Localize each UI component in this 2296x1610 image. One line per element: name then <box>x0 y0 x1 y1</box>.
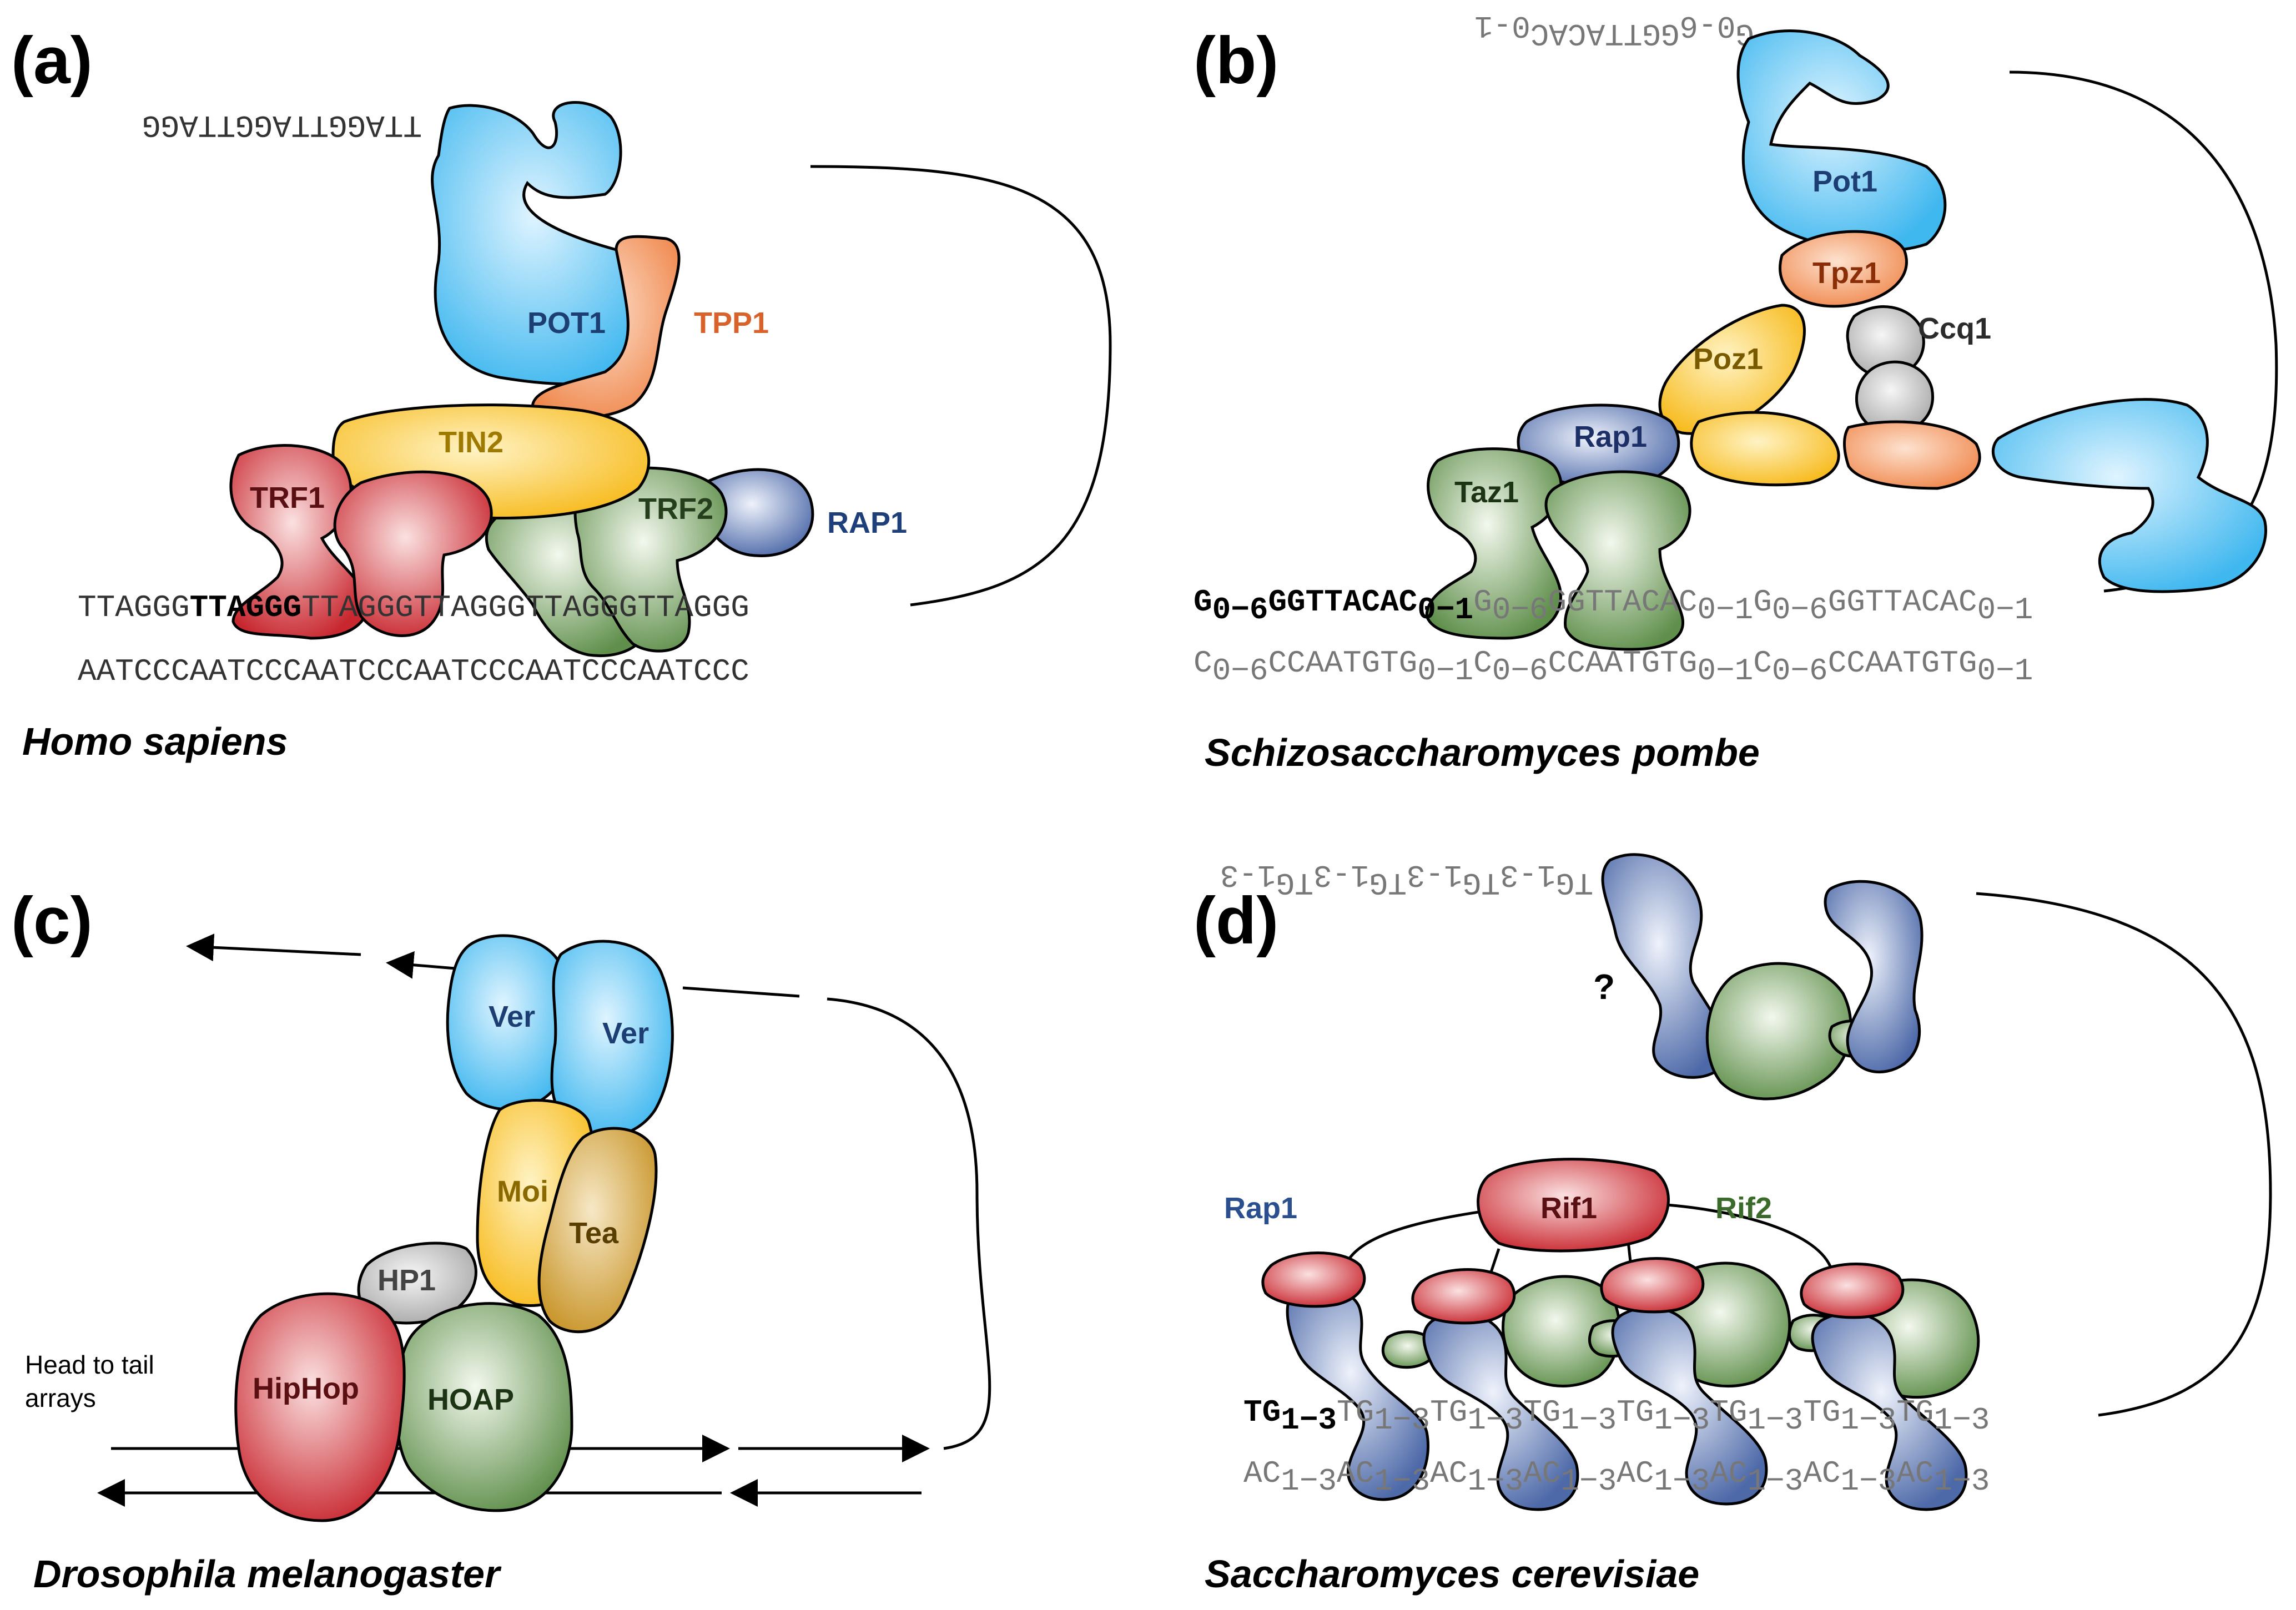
b-tpz1-lower <box>1843 420 1981 490</box>
d-species: Saccharomyces cerevisiae <box>1205 1552 1699 1596</box>
c-tea-shape <box>537 1127 658 1334</box>
d-rap1-label: Rap1 <box>1224 1192 1297 1225</box>
a-overhang-seq: TTAGGTTAGGTTAGG <box>142 107 422 143</box>
b-pot1-shape <box>1736 29 1947 253</box>
d-top-strand: TG1−3TG1−3TG1−3TG1−3TG1−3TG1−3TG1−3TG1−3 <box>1243 1395 1990 1438</box>
panel-b: (b) G0-6GGTTACAC0-1 Pot1 Tpz1 Ccq1 Poz1 … <box>1194 8 2278 774</box>
d-upper-rap1-left <box>1601 853 1729 1079</box>
c-moi-label: Moi <box>497 1175 548 1208</box>
b-pot1-lower <box>1992 398 2267 593</box>
d-rif1-label: Rif1 <box>1540 1192 1597 1225</box>
d-rif1-small-3 <box>1600 1257 1705 1314</box>
a-tpp1-label: TPP1 <box>694 306 769 340</box>
d-rif1-link-1 <box>1342 1208 1494 1277</box>
d-overhang-loop <box>1976 892 2272 1417</box>
c-top-arrow-left <box>186 933 361 962</box>
d-rif1-small-1 <box>1261 1251 1366 1308</box>
d-upper-rif2-shape <box>1705 962 1852 1101</box>
c-top-line-1 <box>682 986 800 998</box>
a-tin2-label: TIN2 <box>439 426 503 459</box>
a-tpp1-shape <box>531 235 681 420</box>
d-rif2-label: Rif2 <box>1715 1192 1772 1225</box>
d-rap1-1 <box>1286 1286 1429 1501</box>
d-upper-rap1-right <box>1824 880 1924 1073</box>
b-taz1-back <box>1425 447 1563 640</box>
b-pot1-label: Pot1 <box>1812 165 1877 198</box>
c-species: Drosophila melanogaster <box>33 1552 502 1596</box>
a-trf1-back <box>229 444 369 640</box>
panel-c-label: (c) <box>11 884 93 958</box>
a-trf1-shape <box>333 470 493 637</box>
c-note-line2: arrays <box>25 1384 96 1412</box>
b-species: Schizosaccharomyces pombe <box>1205 731 1760 774</box>
panel-c: (c) Ver Ver Moi Tea HP1 HOAP HipHop He <box>11 884 991 1596</box>
d-rap1-4 <box>1811 1311 1968 1511</box>
b-poz1-lower <box>1690 411 1840 487</box>
panel-b-label: (b) <box>1194 23 1278 98</box>
d-overhang-seq: TG1-3TG1-3TG1-3TG1-3 <box>1220 857 1593 900</box>
d-question-mark: ? <box>1593 967 1615 1007</box>
d-rif1-link-4 <box>1659 1203 1834 1271</box>
b-poz1-label: Poz1 <box>1693 342 1763 376</box>
a-overhang-loop <box>810 165 1112 607</box>
d-rap1-2 <box>1422 1311 1579 1511</box>
b-bottom-strand: C0−6CCAATGTG0−1C0−6CCAATGTG0−1C0−6CCAATG… <box>1194 645 2033 689</box>
b-rap1-label: Rap1 <box>1574 420 1647 453</box>
c-ver-right-label: Ver <box>602 1017 649 1050</box>
c-loop <box>827 997 991 1450</box>
c-ver-left-label: Ver <box>489 1000 535 1033</box>
b-ccq1-label: Ccq1 <box>1918 312 1991 345</box>
c-hp1-label: HP1 <box>377 1264 436 1297</box>
a-bottom-strand: AATCCCAATCCCAATCCCAATCCCAATCCCAATCCC <box>78 654 749 689</box>
a-pot1-shape <box>431 101 658 386</box>
a-pot1-label: POT1 <box>527 306 606 340</box>
b-taz1-shape <box>1544 470 1691 651</box>
b-top-strand: G0−6GGTTACAC0−1G0−6GGTTACAC0−1G0−6GGTTAC… <box>1194 584 2033 628</box>
a-top-strand: TTAGGGTTAGGGTTAGGGTTAGGGTTAGGGTTAGGG <box>78 590 749 625</box>
panel-a-label: (a) <box>11 23 93 98</box>
a-trf2-label: TRF2 <box>638 492 713 526</box>
c-top-arrow-mid <box>386 951 456 979</box>
c-hiphop-shape <box>234 1292 406 1522</box>
b-tpz1-label: Tpz1 <box>1812 256 1881 290</box>
d-bottom-strand: AC1−3AC1−3AC1−3AC1−3AC1−3AC1−3AC1−3AC1−3 <box>1243 1456 1990 1499</box>
d-rif1-shape <box>1477 1158 1670 1253</box>
panel-a: (a) TTAGGTTAGGTTAGG POT1 TPP1 RAP1 TRF2 … <box>11 23 1112 763</box>
c-note-line1: Head to tail <box>25 1350 154 1379</box>
c-tea-label: Tea <box>569 1217 619 1250</box>
d-rif1-small-2 <box>1411 1268 1516 1325</box>
a-rap1-label: RAP1 <box>827 506 907 539</box>
a-species: Homo sapiens <box>22 720 288 763</box>
b-overhang-seq: G0-6GGTTACAC0-1 <box>1474 8 1754 51</box>
d-rif1-small-4 <box>1800 1263 1905 1319</box>
b-taz1-label: Taz1 <box>1454 476 1519 509</box>
b-tpz1-shape <box>1779 230 1908 308</box>
panel-d-label: (d) <box>1194 884 1278 958</box>
a-trf2-shape <box>573 466 728 653</box>
panel-d: (d) TG1-3TG1-3TG1-3TG1-3 ? Rif1 Rap1 Rif… <box>1194 853 2272 1596</box>
c-hiphop-label: HipHop <box>253 1372 359 1405</box>
c-hoap-label: HOAP <box>427 1383 514 1416</box>
a-trf1-label: TRF1 <box>250 481 325 514</box>
d-rap1-3 <box>1611 1306 1768 1506</box>
